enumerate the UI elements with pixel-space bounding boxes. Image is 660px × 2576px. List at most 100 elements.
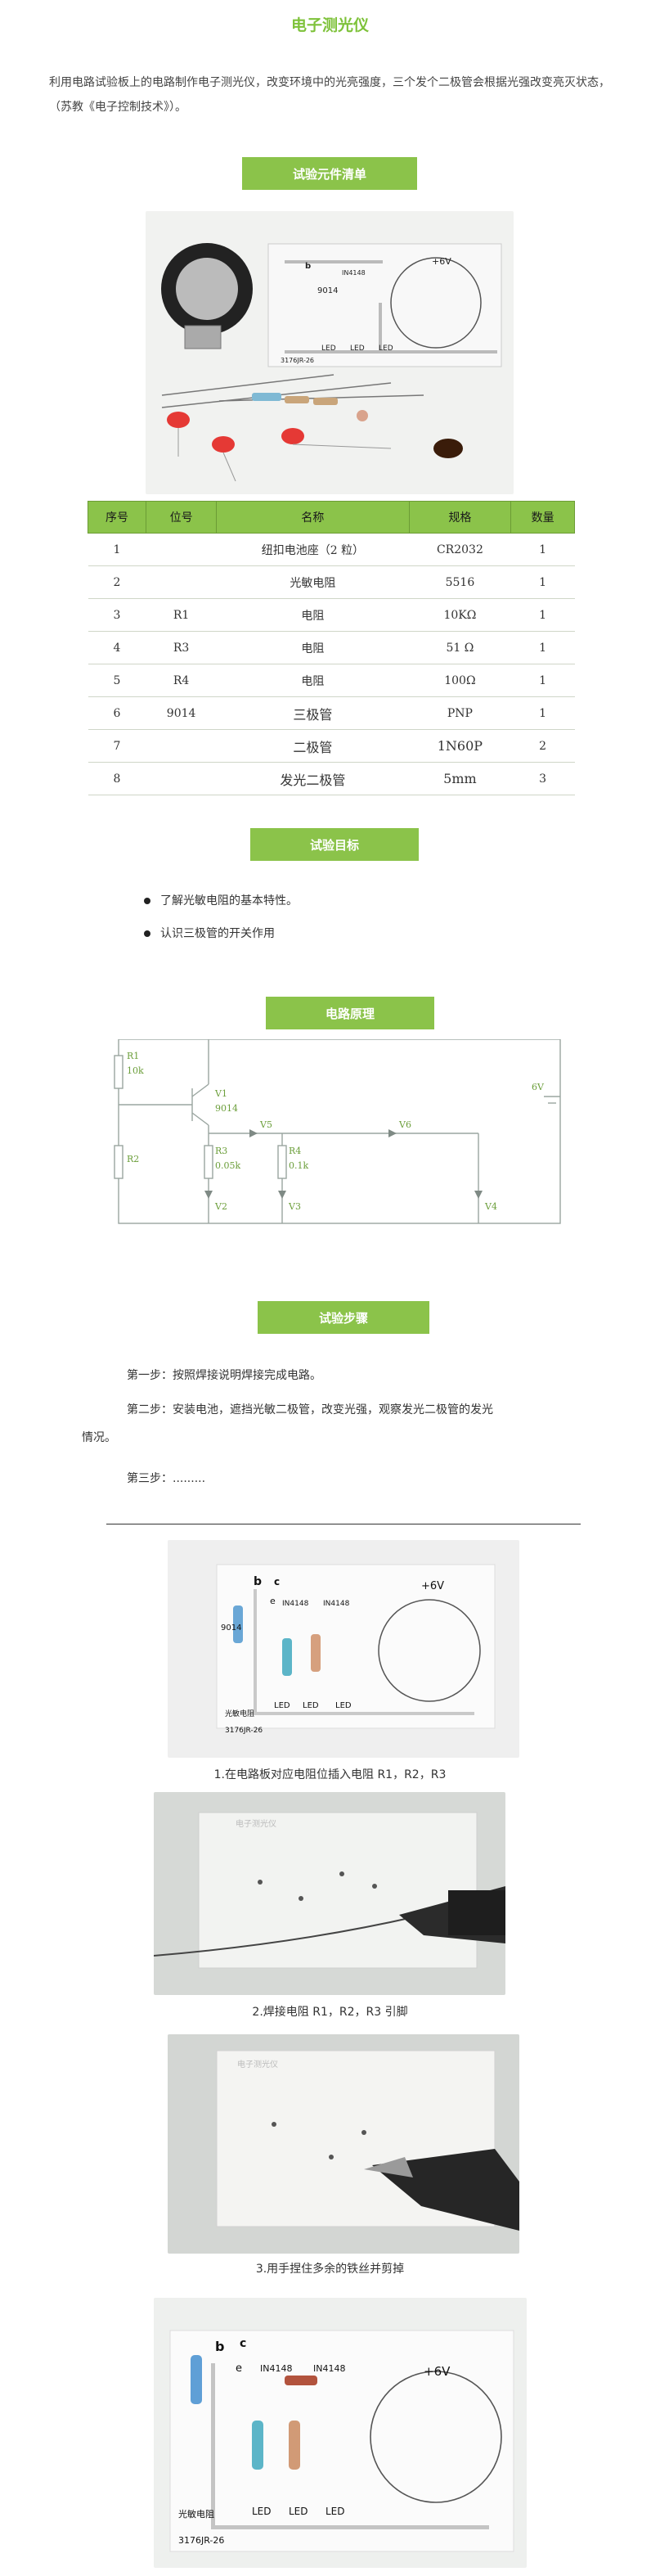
label-v6: V6	[398, 1119, 411, 1130]
intro-paragraph: 利用电路试验板上的电路制作电子测光仪，改变环境中的光亮强度，三个发个二极管会根据…	[49, 76, 610, 114]
table-cell: R4	[146, 664, 217, 697]
board-label-b: b	[305, 262, 311, 271]
label-v1-type: 9014	[215, 1103, 238, 1114]
label-r1: R1	[127, 1051, 139, 1061]
table-cell: 2	[510, 729, 575, 763]
table-cell: 4	[88, 631, 146, 664]
section-banner-circuit: 电路原理	[266, 997, 434, 1029]
table-row: 1 纽扣电池座（2 粒） CR2032 1	[88, 533, 575, 566]
table-cell: 2	[88, 565, 146, 599]
bullet-icon	[144, 930, 150, 937]
label-r3-value: 0.05k	[215, 1160, 240, 1171]
label-v4: V4	[484, 1201, 497, 1212]
board-label-c: c	[240, 2337, 246, 2350]
table-cell: 1	[510, 598, 575, 632]
table-cell: 1N60P	[409, 729, 511, 763]
table-row: 5 R4 电阻 100Ω 1	[88, 664, 575, 697]
table-row: 4 R3 电阻 51 Ω 1	[88, 631, 575, 664]
table-cell: 光敏电阻	[216, 565, 410, 599]
table-cell	[146, 762, 217, 795]
table-cell: 3	[88, 598, 146, 632]
table-cell: 7	[88, 729, 146, 763]
board-label-led: LED	[321, 345, 336, 353]
table-cell: CR2032	[409, 533, 511, 566]
board-label-e: e	[270, 1596, 276, 1606]
label-r4: R4	[289, 1146, 301, 1156]
table-cell: 发光二极管	[216, 762, 410, 795]
board-label-code: 3176JR-26	[178, 2535, 224, 2546]
label-supply: 6V	[532, 1082, 545, 1092]
circuit-schematic: R1 10k R2 V1 9014 R3 0.05k R4 0.1k V5 V6…	[114, 1039, 561, 1224]
table-cell: 三极管	[216, 696, 410, 730]
table-cell: 二极管	[216, 729, 410, 763]
table-cell: 电阻	[216, 598, 410, 632]
table-cell	[146, 565, 217, 599]
table-cell	[146, 533, 217, 566]
table-row: 2 光敏电阻 5516 1	[88, 565, 575, 599]
table-cell: 8	[88, 762, 146, 795]
table-cell: 5516	[409, 565, 511, 599]
label-r2: R2	[127, 1154, 139, 1164]
board-photo-2: b c e IN4148 IN4148 +6V LED LED LED 光敏电阻…	[154, 2298, 527, 2568]
label-r1-value: 10k	[127, 1065, 144, 1076]
board-label-led: LED	[303, 1701, 319, 1710]
board-photo-1: b c e 9014 IN4148 IN4148 +6V LED LED LED…	[168, 1540, 519, 1758]
label-v2: V2	[214, 1201, 227, 1212]
table-cell: 电阻	[216, 664, 410, 697]
board-label-e: e	[236, 2362, 242, 2375]
table-header: 名称	[216, 501, 410, 534]
goal-item: 认识三极管的开关作用	[144, 925, 275, 941]
table-cell: 1	[510, 631, 575, 664]
board-label-led: LED	[274, 1701, 290, 1710]
board-label-diode: IN4148	[313, 2363, 345, 2374]
section-banner-parts: 试验元件清单	[242, 157, 417, 190]
table-row: 3 R1 电阻 10KΩ 1	[88, 598, 575, 632]
label-v1: V1	[214, 1088, 227, 1099]
step-text: 第一步：按照焊接说明焊接完成电路。	[127, 1369, 321, 1382]
table-cell: 51 Ω	[409, 631, 511, 664]
board-label-led: LED	[326, 2506, 345, 2517]
cutting-photo: 电子测光仪	[168, 2034, 519, 2254]
caption: 3.用手捏住多余的铁丝并剪掉	[255, 2263, 405, 2276]
board-label-b: b	[254, 1575, 262, 1588]
section-banner-goals: 试验目标	[250, 828, 419, 861]
table-cell: 5mm	[409, 762, 511, 795]
board-label-led-2: LED	[350, 345, 365, 353]
table-cell: 纽扣电池座（2 粒）	[216, 533, 410, 566]
table-cell	[146, 729, 217, 763]
board-label-transistor: 9014	[317, 286, 338, 295]
components-photo: b 9014 IN4148 +6V LED LED LED 3176JR-26	[146, 211, 514, 494]
board-label-led: LED	[289, 2506, 308, 2517]
goal-item: 了解光敏电阻的基本特性。	[144, 892, 298, 908]
soldering-photo: 电子测光仪	[154, 1792, 505, 1995]
table-row: 8 发光二极管 5mm 3	[88, 762, 575, 795]
table-header: 序号	[88, 501, 146, 534]
board-label-diode: IN4148	[282, 1600, 309, 1608]
table-cell: 10KΩ	[409, 598, 511, 632]
table-header: 数量	[510, 501, 575, 534]
label-r3: R3	[215, 1146, 227, 1156]
board-label-code: 3176JR-26	[281, 357, 314, 364]
table-cell: 5	[88, 664, 146, 697]
bullet-icon	[144, 898, 150, 904]
board-label-code: 3176JR-26	[225, 1727, 263, 1735]
table-row: 7 二极管 1N60P 2	[88, 729, 575, 763]
table-cell: 1	[88, 533, 146, 566]
step-text: 第三步：.........	[127, 1472, 206, 1485]
table-header: 位号	[145, 501, 218, 534]
caption: 2.焊接电阻 R1，R2，R3 引脚	[252, 2006, 408, 2019]
table-cell: PNP	[409, 696, 511, 730]
table-header-row: 序号 位号 名称 规格 数量	[88, 501, 575, 534]
board-label-led: LED	[252, 2506, 272, 2517]
board-label-voltage: +6V	[424, 2364, 451, 2379]
section-banner-steps: 试验步骤	[258, 1301, 429, 1334]
board-label-transistor: 9014	[221, 1624, 241, 1633]
table-cell: R1	[146, 598, 217, 632]
table-cell: 9014	[146, 696, 217, 730]
board-label-diode: IN4148	[342, 269, 366, 277]
board-label-c: c	[274, 1576, 280, 1587]
label-v5: V5	[259, 1119, 272, 1130]
page-title: 电子测光仪	[290, 16, 369, 34]
board-label-voltage: +6V	[432, 256, 451, 267]
table-header: 规格	[408, 501, 512, 534]
